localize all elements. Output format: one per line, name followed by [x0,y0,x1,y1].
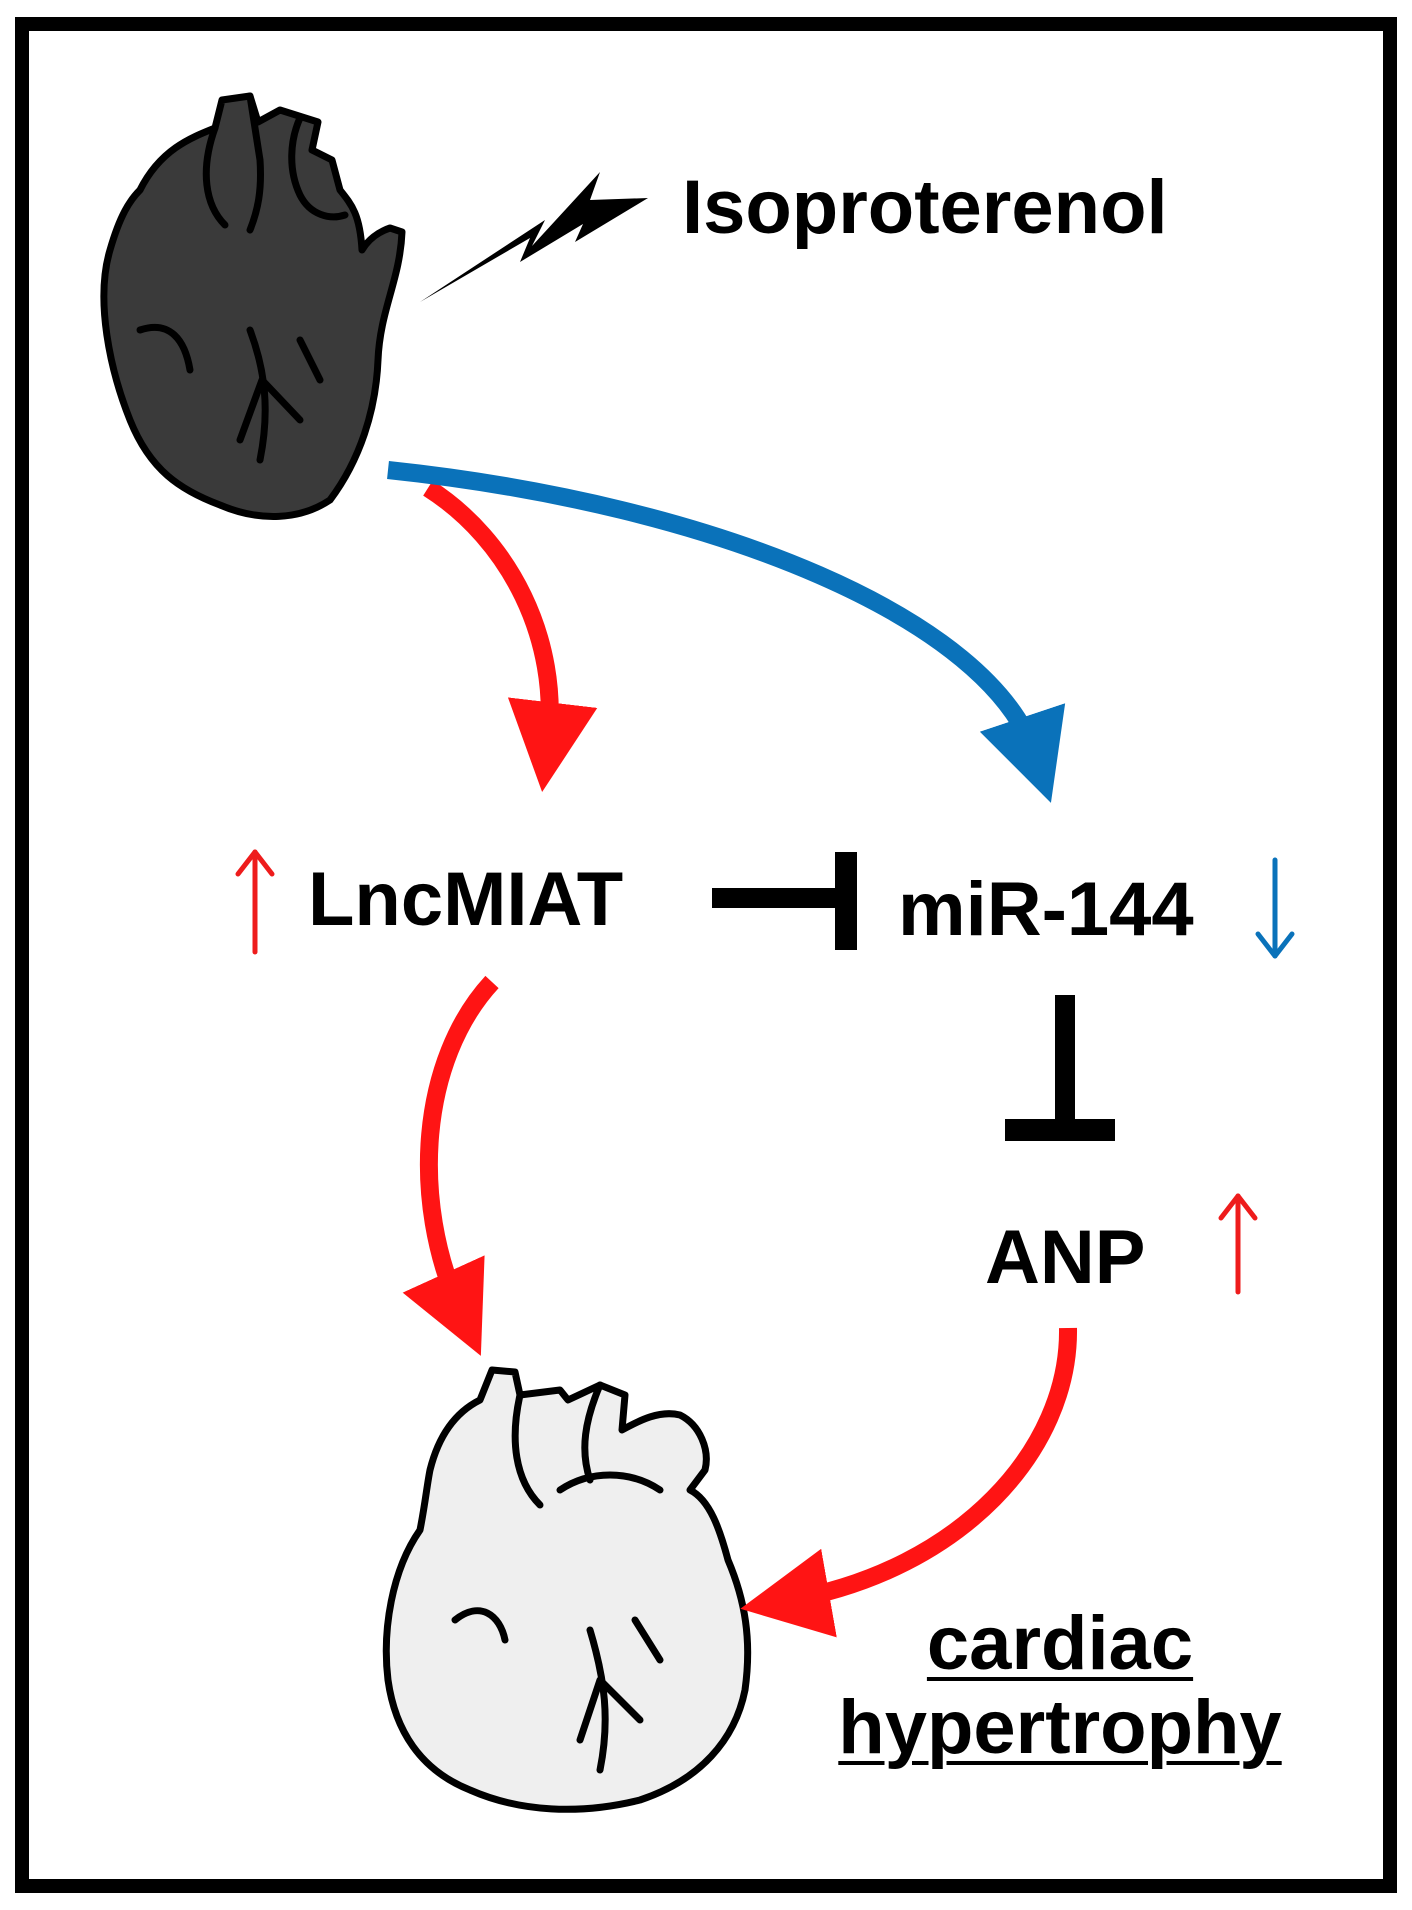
figure-frame [15,17,1397,1893]
light-heart-icon [382,1366,752,1813]
arrow-heart-to-mir144 [387,461,1066,803]
arrow-anp-to-heart [740,1327,1078,1638]
dark-heart-icon [100,92,406,520]
lncmiat-label: LncMIAT [308,857,624,942]
t-bar-inhibition-icon [712,852,857,950]
arrow-heart-to-lncmiat [423,480,598,793]
lightning-bolt-icon [420,172,648,302]
t-bar-inhibition-icon [1005,995,1115,1141]
anp-label: ANP [985,1215,1146,1300]
isoproterenol-label: Isoproterenol [682,165,1168,250]
outcome-line-1: cardiac [926,1601,1194,1686]
cardiac-hypertrophy-label: cardiac hypertrophy [810,1602,1310,1769]
outcome-line-2: hypertrophy [838,1684,1282,1770]
up-arrow-icon [235,849,275,955]
mir144-label: miR-144 [898,867,1194,952]
down-arrow-icon [1255,857,1295,959]
up-arrow-icon [1218,1193,1258,1295]
arrow-lncmiat-to-heart [402,975,499,1356]
